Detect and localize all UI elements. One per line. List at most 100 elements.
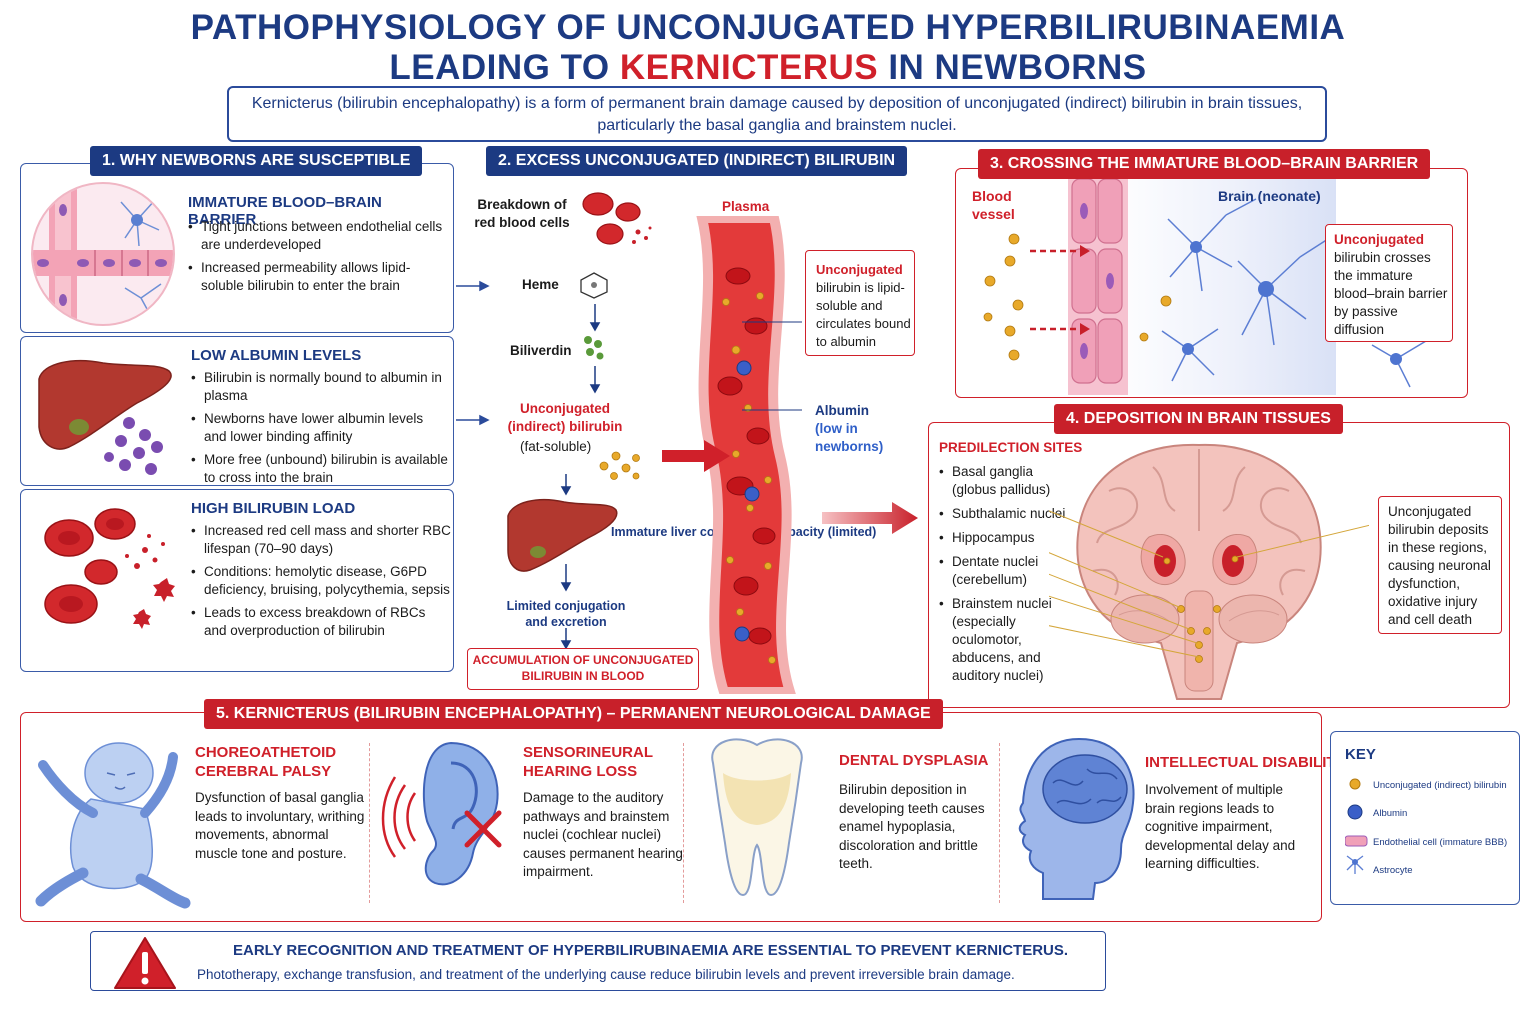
damage-divider — [683, 743, 684, 903]
section5-header: 5. KERNICTERUS (BILIRUBIN ENCEPHALOPATHY… — [204, 699, 943, 729]
pathway-arrows-lower — [560, 474, 572, 592]
card1-bullet: Increased permeability allows lipid-solu… — [188, 259, 448, 295]
key-item-albumin: Albumin — [1373, 808, 1408, 819]
baby-icon — [35, 742, 191, 909]
card3-bullet: Conditions: hemolytic disease, G6PD defi… — [191, 563, 451, 599]
sec1-arrows — [456, 280, 490, 426]
rbc-illustration — [44, 508, 175, 629]
label-albumin-note: (low in newborns) — [815, 421, 884, 454]
key-item-endothelial: Endothelial cell (immature BBB) — [1373, 837, 1508, 848]
bbb-crossing-illustration — [983, 171, 1427, 395]
card1-bullet: Tight junctions between endothelial cell… — [188, 218, 448, 254]
card2-bullet: Bilirubin is normally bound to albumin i… — [191, 369, 449, 405]
card2-title: LOW ALBUMIN LEVELS — [191, 347, 362, 364]
warning-title: EARLY RECOGNITION AND TREATMENT OF HYPER… — [233, 942, 1069, 959]
card3-bullet: Increased red cell mass and shorter RBC … — [191, 522, 451, 558]
page-title-line2: LEADING TO KERNICTERUS IN NEWBORNS — [0, 48, 1536, 88]
section3-header: 3. CROSSING THE IMMATURE BLOOD–BRAIN BAR… — [978, 149, 1431, 179]
label-fat-soluble: (fat-soluble) — [520, 439, 592, 454]
card-high-bilirubin: HIGH BILIRUBIN LOAD Increased red cell m… — [20, 489, 454, 672]
card2-bullets: Bilirubin is normally bound to albumin i… — [191, 369, 449, 492]
page-title-line1: PATHOPHYSIOLOGY OF UNCONJUGATED HYPERBIL… — [190, 8, 1346, 47]
ear-icon — [381, 741, 502, 886]
card3-bullet: Leads to excess breakdown of RBCs and ov… — [191, 604, 451, 640]
damage1-text: Dysfunction of basal ganglia leads to in… — [195, 790, 365, 861]
arrow-into-vessel — [662, 440, 730, 472]
card-neurological-damage: CHOREOATHETOID CEREBRAL PALSY Dysfunctio… — [20, 712, 1346, 922]
section2-header: 2. EXCESS UNCONJUGATED (INDIRECT) BILIRU… — [486, 146, 908, 176]
accumulation-label: ACCUMULATION OF UNCONJUGATED BILIRUBIN I… — [472, 653, 694, 683]
card3-title: HIGH BILIRUBIN LOAD — [191, 500, 356, 517]
card2-bullet: Newborns have lower albumin levels and l… — [191, 410, 449, 446]
brain-coronal-illustration — [1049, 443, 1369, 700]
warning-icon — [114, 937, 176, 989]
site-item: Hippocampus — [939, 529, 1077, 547]
key-title: KEY — [1345, 746, 1376, 763]
damage2-text: Damage to the auditory pathways and brai… — [523, 790, 683, 879]
label-heme: Heme — [522, 277, 559, 292]
label-albumin: Albumin — [815, 403, 869, 418]
damage1-title: CHOREOATHETOID CEREBRAL PALSY — [195, 744, 337, 780]
label-plasma: Plasma — [722, 199, 770, 214]
damage3-text: Bilirubin deposition in developing teeth… — [839, 782, 985, 871]
damage3-title: DENTAL DYSPLASIA — [839, 752, 989, 769]
title-kernicterus: KERNICTERUS — [619, 48, 879, 87]
head-brain-icon — [1018, 737, 1135, 900]
damage-divider — [999, 743, 1000, 903]
liver-icon — [507, 498, 618, 572]
bilirubin-dots-icon — [599, 451, 640, 480]
arrow-to-brain — [822, 502, 918, 534]
damage2-title: SENSORINEURAL HEARING LOSS — [523, 744, 653, 780]
heme-icon — [580, 272, 608, 299]
card-immature-bbb: IMMATURE BLOOD–BRAIN BARRIER Tight junct… — [20, 163, 454, 333]
section1-header: 1. WHY NEWBORNS ARE SUSCEPTIBLE — [90, 146, 423, 176]
intro-box: Kernicterus (bilirubin encephalopathy) i… — [227, 86, 1327, 142]
card2-bullet: More free (unbound) bilirubin is availab… — [191, 451, 449, 487]
key-legend: KEY Unconjugated (indirect) bilirubin Al… — [1330, 731, 1520, 905]
card1-bullets: Tight junctions between endothelial cell… — [188, 218, 448, 300]
section4-header: 4. DEPOSITION IN BRAIN TISSUES — [1054, 404, 1343, 434]
label-unconj-bilirubin: Unconjugated (indirect) bilirubin — [507, 401, 623, 434]
callout-deposition: Unconjugated bilirubin deposits in these… — [1378, 496, 1502, 634]
damage4-title: INTELLECTUAL DISABILITY — [1145, 754, 1346, 771]
label-brain-neonate: Brain (neonate) — [1218, 188, 1321, 204]
arrow-to-accumulation — [560, 628, 572, 650]
label-biliverdin: Biliverdin — [510, 343, 572, 358]
pathway-arrows — [589, 304, 601, 394]
damage-divider — [369, 743, 370, 903]
card-low-albumin: LOW ALBUMIN LEVELS Bilirubin is normally… — [20, 336, 454, 486]
site-item: Dentate nuclei (cerebellum) — [939, 553, 1077, 589]
bbb-illustration — [31, 182, 175, 326]
key-item-bilirubin: Unconjugated (indirect) bilirubin — [1373, 780, 1507, 791]
site-item: Basal ganglia (globus pallidus) — [939, 463, 1077, 499]
tooth-icon — [711, 738, 803, 897]
site-item: Subthalamic nuclei — [939, 505, 1077, 523]
liver-albumin-illustration — [38, 360, 172, 475]
callout3-text: Unconjugated bilirubin crosses the immatu… — [1334, 231, 1450, 339]
blood-vessel-text: Blood vessel — [972, 188, 1015, 222]
card-brain-deposition: PREDILECTION SITES Basal ganglia (globus… — [928, 422, 1510, 708]
biliverdin-icon — [584, 336, 604, 360]
callout3-rest: bilirubin crosses the immature blood–bra… — [1334, 250, 1448, 337]
key-item-astrocyte: Astrocyte — [1373, 865, 1413, 876]
card-bbb-crossing: Blood vessel Brain (neonate) Unconjugate… — [955, 168, 1468, 398]
site-item: Brainstem nuclei (especially oculomotor,… — [939, 595, 1077, 685]
label-breakdown: Breakdown of red blood cells — [474, 197, 570, 230]
accumulation-box: ACCUMULATION OF UNCONJUGATED BILIRUBIN I… — [467, 648, 699, 690]
predilection-title: PREDILECTION SITES — [939, 440, 1083, 455]
card3-bullets: Increased red cell mass and shorter RBC … — [191, 522, 451, 645]
label-limited-conjugation: Limited conjugation and excretion — [506, 599, 626, 629]
key-symbols — [1345, 778, 1368, 874]
label-blood-vessel: Blood vessel — [972, 187, 1032, 223]
warning-text: Phototherapy, exchange transfusion, and … — [197, 967, 1015, 982]
callout-bbb: Unconjugated bilirubin crosses the immatu… — [1325, 224, 1453, 342]
title-line2-post: IN NEWBORNS — [878, 48, 1147, 87]
callout3-red: Unconjugated — [1334, 232, 1424, 247]
damage4-text: Involvement of multiple brain regions le… — [1145, 782, 1296, 871]
callout2-rest: bilirubin is lipid-soluble and circulate… — [816, 280, 911, 349]
callout4-text: Unconjugated bilirubin deposits in these… — [1388, 504, 1491, 627]
title-line2-pre: LEADING TO — [389, 48, 620, 87]
rbc-breakdown-icon — [582, 192, 652, 245]
